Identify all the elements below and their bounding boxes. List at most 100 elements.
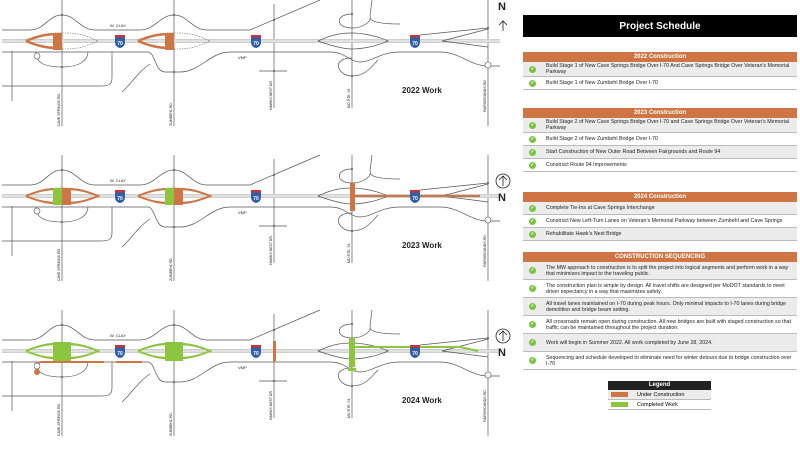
hawks-nest-label: HAWKS NEST DR.: [269, 80, 273, 110]
schedule-item-text: Construct New Left-Turn Lanes on Veteran…: [546, 218, 783, 224]
shield-body: [115, 35, 125, 48]
w-clay-road: [2, 154, 321, 186]
intersection-node: [61, 376, 63, 378]
check-icon: ✓: [529, 357, 536, 364]
i70-shield-icon: 70: [410, 35, 420, 48]
intersection-node: [351, 75, 353, 77]
schedule-item-text: The MW approach to construction is to sp…: [546, 264, 789, 277]
under-construction-swatch: [611, 392, 628, 397]
roundabout: [484, 371, 492, 379]
intersection-node: [273, 70, 275, 72]
project-schedule-panel: Project Schedule 2022 Construction✓Build…: [523, 0, 798, 450]
shield-number: 70: [253, 196, 259, 202]
intersection-node: [173, 169, 175, 171]
shield-body: [410, 190, 420, 203]
schedule-item: ✓Work will begin in Summer 2022. All wor…: [523, 334, 797, 352]
shield-top: [251, 190, 261, 193]
schedule-item: ✓Start Construction of New Outer Road Be…: [523, 146, 797, 159]
roundabout: [33, 362, 41, 370]
schedule-item-text: The construction plan is simple by desig…: [546, 282, 785, 295]
shield-body: [410, 35, 420, 48]
shield-number: 70: [117, 351, 123, 357]
schedule-item: ✓ Build Stage 2 of New Cave Springs Bridg…: [523, 118, 797, 133]
section-header: 2024 Construction: [523, 192, 797, 202]
work-year-label: 2022 Work: [402, 86, 442, 95]
schedule-item-text: Complete Tie-Ins at Cave Springs Interch…: [546, 205, 655, 211]
intersection-node: [173, 324, 175, 326]
roundabout: [33, 207, 41, 215]
intersection-node: [351, 13, 353, 15]
intersection-node: [487, 182, 489, 184]
vmp-road: [2, 206, 500, 242]
roundabout: [33, 52, 41, 60]
legend-item-under-construction: Under Construction: [608, 390, 711, 400]
intersection-node: [273, 380, 275, 382]
check-icon: ✓: [529, 204, 536, 212]
under-construction-hawks-nest-bridge: [273, 341, 276, 361]
shield-top: [251, 35, 261, 38]
legend: Legend Under Construction Completed Work: [608, 381, 711, 410]
legend-label: Under Construction: [637, 391, 685, 398]
north-arrow-glyph: [498, 20, 508, 31]
shield-top: [410, 345, 420, 348]
intersection-node: [173, 14, 175, 16]
ramp: [419, 182, 489, 191]
vmp-label: VMP: [238, 55, 247, 60]
intersection-node: [173, 71, 175, 73]
mo-rte-94-label: MO RTE. 94: [347, 244, 351, 263]
fairgrounds-label: FAIRGROUNDS RD.: [483, 234, 487, 267]
check-icon: ✓: [529, 285, 536, 292]
section-header: 2023 Construction: [523, 108, 797, 118]
section-header: CONSTRUCTION SEQUENCING: [523, 252, 797, 262]
check-icon: ✓: [529, 321, 536, 328]
roundabout: [484, 61, 492, 69]
schedule-item-text: Sequencing and schedule developed to eli…: [546, 354, 792, 367]
ramp: [441, 28, 489, 48]
check-icon: ✓: [529, 148, 536, 156]
schedule-item-text: Rehabilitate Hawk's Nest Bridge: [546, 231, 622, 237]
ramp: [338, 212, 379, 232]
completed-rte94-ramp: [348, 368, 356, 371]
shield-number: 70: [117, 196, 123, 202]
north-label: N: [498, 192, 506, 204]
schedule-item: ✓ Construct New Left-Turn Lanes on Vetera…: [523, 215, 797, 228]
check-icon: ✓: [529, 121, 536, 129]
intersection-node: [487, 27, 489, 29]
zumbehl-label: ZUMBEHL RD.: [169, 102, 173, 126]
intersection-node: [173, 381, 175, 383]
intersection-node: [273, 329, 275, 331]
schedule-item-text: All travel lanes maintained on I-70 duri…: [546, 300, 786, 313]
under-construction-bridge: [165, 33, 174, 50]
shield-top: [115, 345, 125, 348]
check-icon: ✓: [529, 161, 536, 169]
check-icon: ✓: [529, 65, 536, 73]
road: [121, 373, 151, 403]
completed-rte94: [349, 338, 355, 367]
fairgrounds-label: FAIRGROUNDS RD.: [483, 79, 487, 112]
ramp: [441, 338, 489, 358]
ramp: [338, 154, 401, 184]
shield-body: [115, 345, 125, 358]
legend-title: Legend: [608, 381, 711, 390]
intersection-node: [273, 225, 275, 227]
north-arrow-glyph: [498, 175, 508, 186]
schedule-item: ✓ The construction plan is simple by desi…: [523, 280, 797, 298]
check-icon: ✓: [529, 217, 536, 225]
road: [121, 63, 151, 93]
ramp: [338, 57, 379, 77]
intersection-node: [351, 168, 353, 170]
intersection-node: [61, 324, 63, 326]
w-clay-label: W. CLAY: [110, 333, 126, 338]
vmp-road: [2, 51, 500, 87]
schedule-title: Project Schedule: [523, 15, 797, 37]
schedule-item-text: Build Stage 2 of New Cave Springs Bridge…: [546, 119, 790, 131]
w-clay-road: [2, 309, 321, 341]
schedule-item-text: Build Stage 1 of New Zumbehl Bridge Over…: [546, 80, 658, 86]
under-construction-turn-lanes: [37, 361, 142, 372]
shield-top: [410, 35, 420, 38]
ramp: [419, 27, 489, 36]
zumbehl-label: ZUMBEHL RD.: [169, 257, 173, 281]
check-icon: ✓: [529, 135, 536, 143]
